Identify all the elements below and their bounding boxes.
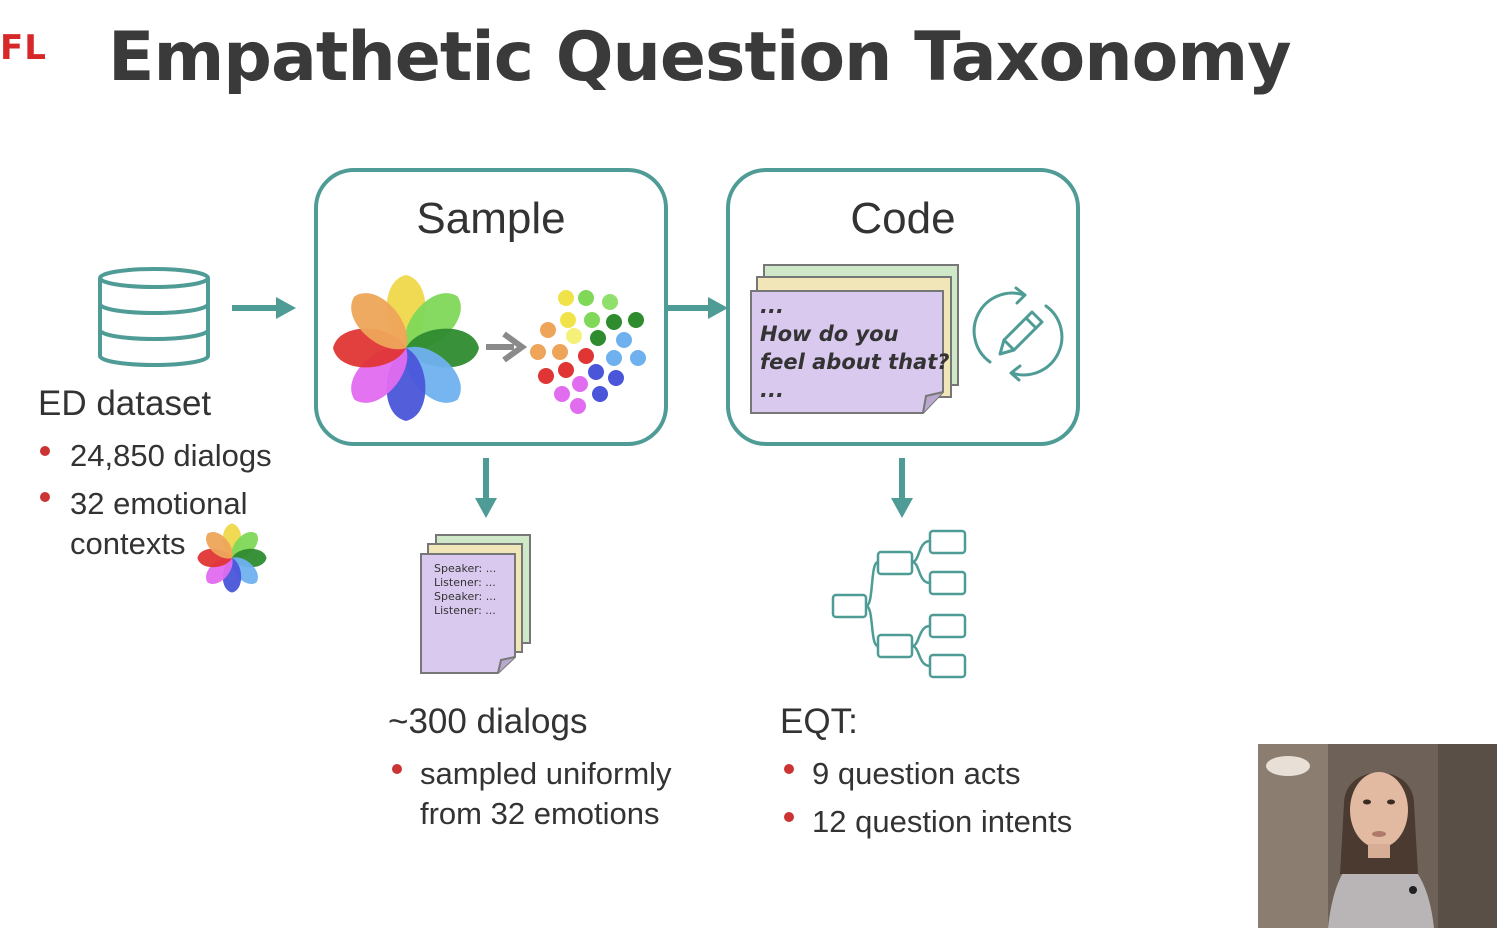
flower-petal [231,557,258,584]
dataset-emotions-bullet-cont: contexts [70,526,186,561]
code-box-title: Code [850,194,956,243]
doc-line: Speaker: ... [434,590,497,603]
epfl-logo: FL [0,28,47,68]
database-icon [98,267,210,367]
note-text: ... How do you feel about that? ... [760,292,949,404]
code-box: Code [726,168,1080,446]
sample-box-title: Sample [416,194,566,243]
arrow-right-icon [486,331,528,363]
sample-result-line: sampled uniformly [420,756,672,791]
doc-line: Listener: ... [434,604,496,617]
bullet-dot [784,764,794,774]
dataset-emotions-bullet: 32 emotional [70,486,248,521]
slide-title: Empathetic Question Taxonomy [108,18,1292,97]
flower-petal [351,346,408,403]
flower-petal [206,557,233,584]
dialog-docs-icon [420,534,531,674]
flower-petal [404,293,461,350]
dataset-dialogs-bullet: 24,850 dialogs [70,438,272,473]
eqt-intents-bullet: 12 question intents [812,804,1073,839]
bullet-dot [40,492,50,502]
note-line: How do you [760,322,899,346]
note-line: ... [760,294,784,318]
eqt-result-title: EQT: [780,702,858,741]
bullet-dot [40,446,50,456]
bullet-dot [392,764,402,774]
taxonomy-tree-icon [831,529,967,679]
flower-petal [351,293,408,350]
annotation-notes-icon [750,264,959,414]
arrow-down-icon [891,458,913,518]
doc-line: Listener: ... [434,576,496,589]
emotion-flower-icon [197,523,267,593]
sample-result-title: ~300 dialogs [388,702,588,741]
dialog-doc-text: Speaker: ... Listener: ... Speaker: ... … [434,562,496,618]
bullet-dot [784,812,794,822]
refresh-pencil-icon [972,286,1064,382]
dataset-title: ED dataset [38,384,212,423]
arrow-right-icon [666,297,728,319]
note-line: feel about that? [760,350,950,374]
arrow-down-icon [475,458,497,518]
note-line: ... [760,378,784,402]
eqt-acts-bullet: 9 question acts [812,756,1021,791]
presenter-video [1258,744,1497,928]
emotion-dots-cluster [530,290,646,414]
flower-petal [404,346,461,403]
flower-petal [231,532,258,559]
flower-petal [206,532,233,559]
emotion-flower-icon [333,275,479,421]
sample-result-line: from 32 emotions [420,796,660,831]
doc-line: Speaker: ... [434,562,497,575]
arrow-right-icon [232,297,296,319]
